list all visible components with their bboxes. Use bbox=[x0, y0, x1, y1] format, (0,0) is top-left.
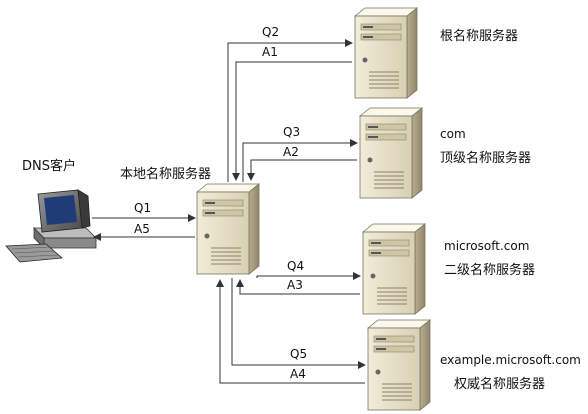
label-a4: A4 bbox=[290, 367, 306, 381]
label-q1: Q1 bbox=[134, 201, 151, 215]
arrow-a3 bbox=[236, 279, 360, 295]
client-computer-icon bbox=[5, 189, 97, 263]
arrow-q5 bbox=[231, 278, 366, 369]
root-server-label: 根名称服务器 bbox=[440, 28, 518, 44]
second-level-server-domain: microsoft.com bbox=[444, 239, 529, 253]
tld-server-domain: com bbox=[440, 127, 466, 141]
arrow-q2 bbox=[227, 39, 353, 182]
authoritative-server-label: 权威名称服务器 bbox=[454, 376, 545, 392]
root-server-icon bbox=[354, 7, 418, 99]
label-q4: Q4 bbox=[287, 259, 304, 273]
label-a3: A3 bbox=[287, 278, 303, 292]
label-a2: A2 bbox=[283, 145, 299, 159]
local-server-icon bbox=[196, 183, 260, 275]
tld-server-icon bbox=[359, 107, 423, 199]
local-server-label: 本地名称服务器 bbox=[120, 166, 211, 182]
arrow-a1 bbox=[232, 61, 352, 181]
client-label: DNS客户 bbox=[22, 158, 76, 174]
label-a5: A5 bbox=[134, 222, 150, 236]
arrow-q4 bbox=[256, 272, 361, 280]
second-level-server-label: 二级名称服务器 bbox=[444, 262, 535, 278]
authoritative-server-domain: example.microsoft.com bbox=[440, 353, 581, 367]
tld-server-label: 顶级名称服务器 bbox=[440, 150, 531, 166]
authoritative-server-icon bbox=[367, 319, 431, 411]
label-q2: Q2 bbox=[262, 25, 279, 39]
second-level-server-icon bbox=[362, 223, 426, 315]
label-q5: Q5 bbox=[290, 347, 307, 361]
arrow-a2 bbox=[247, 159, 357, 181]
label-a1: A1 bbox=[262, 45, 278, 59]
label-q3: Q3 bbox=[283, 125, 300, 139]
arrow-q3 bbox=[242, 139, 358, 182]
arrow-a4 bbox=[216, 279, 365, 384]
